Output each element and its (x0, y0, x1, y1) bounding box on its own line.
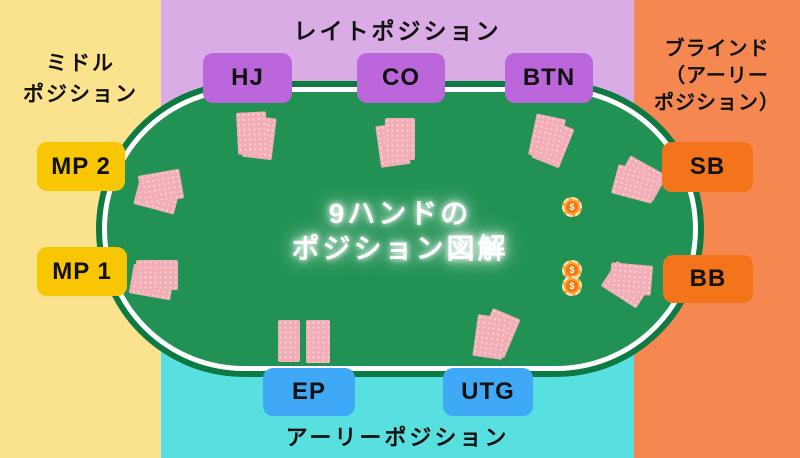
playing-card-back-icon (472, 314, 508, 360)
middle-position-label-line1: ミドル (46, 52, 115, 75)
seat-co: CO (357, 53, 445, 103)
middle-position-label: ミドル ポジション (0, 48, 161, 110)
playing-card-back-icon (278, 320, 300, 362)
card-pair-utg-icon (472, 307, 521, 360)
blind-position-label: ブラインド （アーリー ポジション） (638, 36, 796, 117)
card-pair-co-icon (375, 118, 415, 168)
middle-position-label-line2: ポジション (23, 83, 138, 106)
diagram-title-line1: 9ハンドの (328, 198, 472, 229)
seat-mp1: MP 1 (37, 247, 127, 296)
seat-mp2: MP 2 (37, 142, 125, 191)
early-position-label: アーリーポジション (285, 425, 510, 450)
playing-card-back-icon (235, 111, 269, 155)
seat-btn: BTN (505, 53, 593, 103)
blind-position-label-line3: ポジション） (654, 92, 780, 114)
dollar-symbol: $ (566, 280, 578, 292)
playing-card-back-icon (306, 320, 330, 363)
late-position-label: レイトポジション (293, 18, 502, 44)
seat-utg: UTG (443, 368, 533, 416)
diagram-title-line2: ポジション図解 (291, 233, 509, 264)
blind-position-label-line2: （アーリー (665, 65, 769, 87)
seat-sb: SB (662, 142, 753, 192)
diagram-title: 9ハンドの ポジション図解 (100, 196, 700, 266)
playing-card-back-icon (385, 118, 415, 160)
seat-bb: BB (663, 255, 753, 303)
card-pair-hj-icon (235, 111, 277, 161)
dollar-symbol: $ (566, 264, 578, 276)
card-pair-bb-icon (600, 260, 654, 309)
card-pair-ep-icon (278, 320, 332, 363)
seat-ep: EP (263, 368, 355, 416)
playing-card-back-icon (608, 262, 654, 296)
poker-chip-icon: $ (562, 276, 582, 296)
poker-chip-icon: $ (562, 260, 582, 280)
seat-hj: HJ (203, 53, 292, 103)
dollar-symbol: $ (566, 201, 578, 213)
blind-position-label-line1: ブラインド (664, 38, 770, 60)
poker-chip-icon: $ (562, 197, 582, 217)
